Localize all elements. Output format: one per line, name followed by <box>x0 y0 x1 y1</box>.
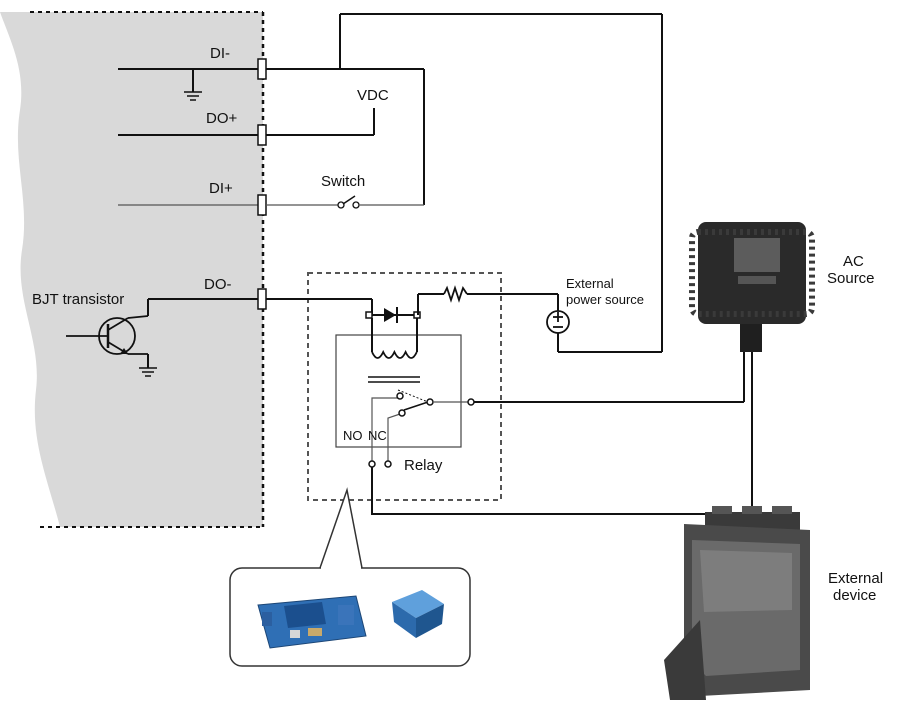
terminal-di-plus <box>257 194 267 216</box>
relay-common-terminal <box>426 398 434 406</box>
relay-inner-box <box>335 334 462 448</box>
terminal-do-plus <box>257 124 267 146</box>
terminal-di-minus <box>257 58 267 80</box>
relay-contact-nc-top <box>398 409 406 417</box>
label-external-device-line2: device <box>833 587 876 604</box>
label-nc: NC <box>368 428 387 443</box>
label-do-minus: DO- <box>204 276 232 293</box>
label-relay: Relay <box>404 457 443 474</box>
relay-enclosure <box>307 272 502 501</box>
label-ac-line2: Source <box>827 270 875 287</box>
relay-board-image <box>257 595 367 649</box>
bjt-ground-icon <box>139 367 157 377</box>
relay-nc-terminal <box>384 460 392 468</box>
diode-icon <box>384 307 398 323</box>
relay-contact-nc-arm <box>387 413 401 462</box>
relay-armature <box>403 401 429 411</box>
label-vdc: VDC <box>357 87 389 104</box>
switch-icon <box>337 195 360 209</box>
terminal-do-minus <box>257 288 267 310</box>
label-switch: Switch <box>321 173 365 190</box>
label-bjt-transistor: BJT transistor <box>32 291 124 308</box>
relay-contact-no-top <box>396 392 404 400</box>
relay-no-terminal <box>368 460 376 468</box>
external-device-image <box>664 506 810 700</box>
relay-common-outer <box>467 398 475 406</box>
resistor-icon <box>443 285 468 303</box>
external-power-source-icon <box>546 310 570 334</box>
label-external-power-line2: power source <box>566 292 644 307</box>
relay-component-image <box>392 590 444 638</box>
relay-contact-no-arm <box>371 397 398 462</box>
label-ac-line1: AC <box>843 253 864 270</box>
label-di-plus: DI+ <box>209 180 233 197</box>
relay-dotted-link <box>397 389 429 403</box>
ac-adapter-image <box>689 222 815 352</box>
coil-term-left <box>365 311 373 319</box>
relay-callout-pointer <box>319 487 363 569</box>
bjt-transistor-icon <box>66 315 149 355</box>
label-no: NO <box>343 428 363 443</box>
relay-coil-icon <box>371 349 418 359</box>
ground-icon <box>184 91 202 101</box>
label-external-power-line1: External <box>566 276 614 291</box>
label-external-device-line1: External <box>828 570 883 587</box>
label-di-minus: DI- <box>210 45 230 62</box>
device-panel <box>0 12 263 527</box>
label-do-plus: DO+ <box>206 110 238 127</box>
no-to-device <box>371 467 712 515</box>
